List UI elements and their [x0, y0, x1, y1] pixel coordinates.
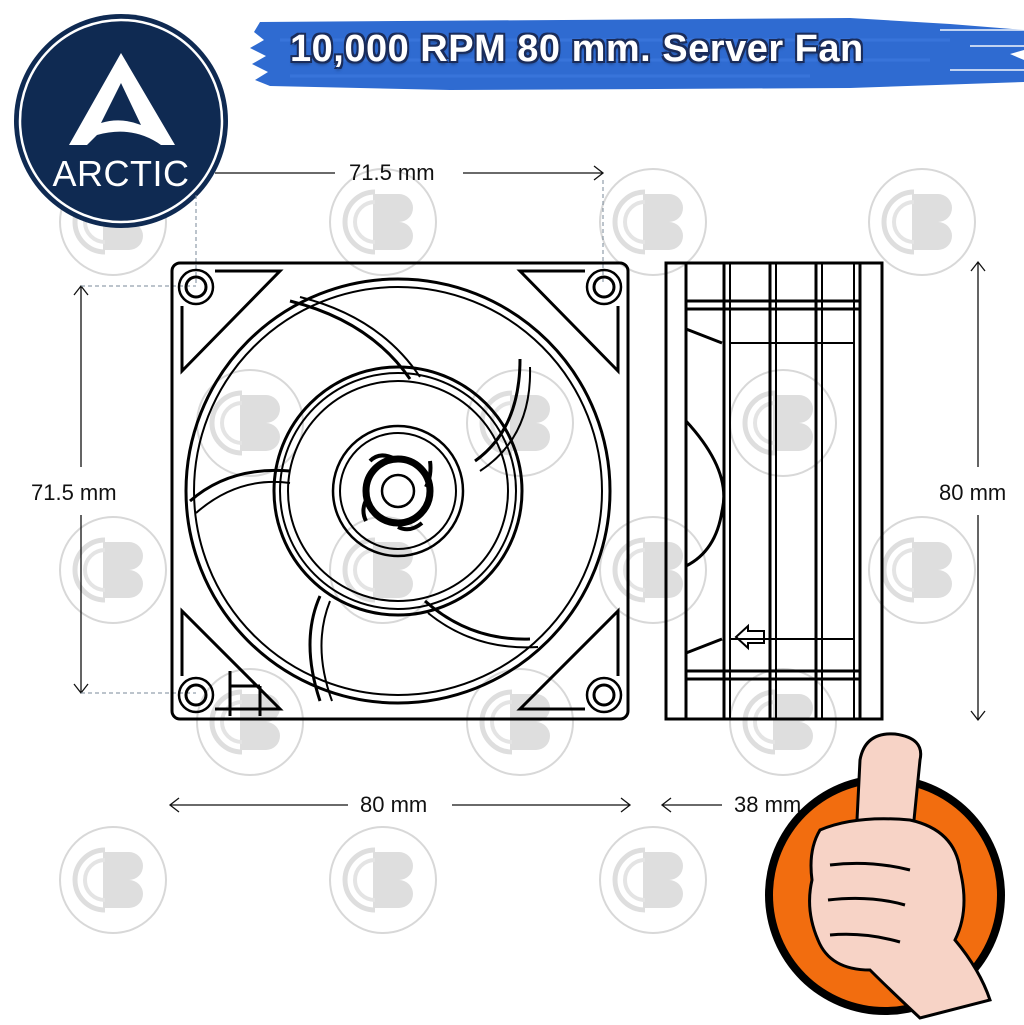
dimension-width: 80 mm: [360, 792, 428, 817]
arctic-logo-icon: [14, 14, 228, 228]
fan-side-view: [664, 261, 884, 721]
thumbs-up-icon: [765, 732, 1005, 1020]
dimension-depth: 38 mm: [734, 792, 802, 817]
dimension-left-hole-spacing: 71.5 mm: [31, 480, 117, 505]
fan-front-view: [170, 261, 630, 721]
dimension-top-hole-spacing: 71.5 mm: [349, 160, 435, 185]
brand-name: ARCTIC: [52, 153, 190, 194]
dimension-height: 80 mm: [939, 480, 1007, 505]
title-banner: 10,000 RPM 80 mm. Server Fan: [250, 10, 1024, 94]
brush-stroke-background: [250, 18, 1024, 90]
arctic-logo: ARCTIC: [13, 13, 229, 229]
page-title: 10,000 RPM 80 mm. Server Fan: [290, 28, 864, 70]
thumbs-up-badge: [760, 720, 1010, 1020]
